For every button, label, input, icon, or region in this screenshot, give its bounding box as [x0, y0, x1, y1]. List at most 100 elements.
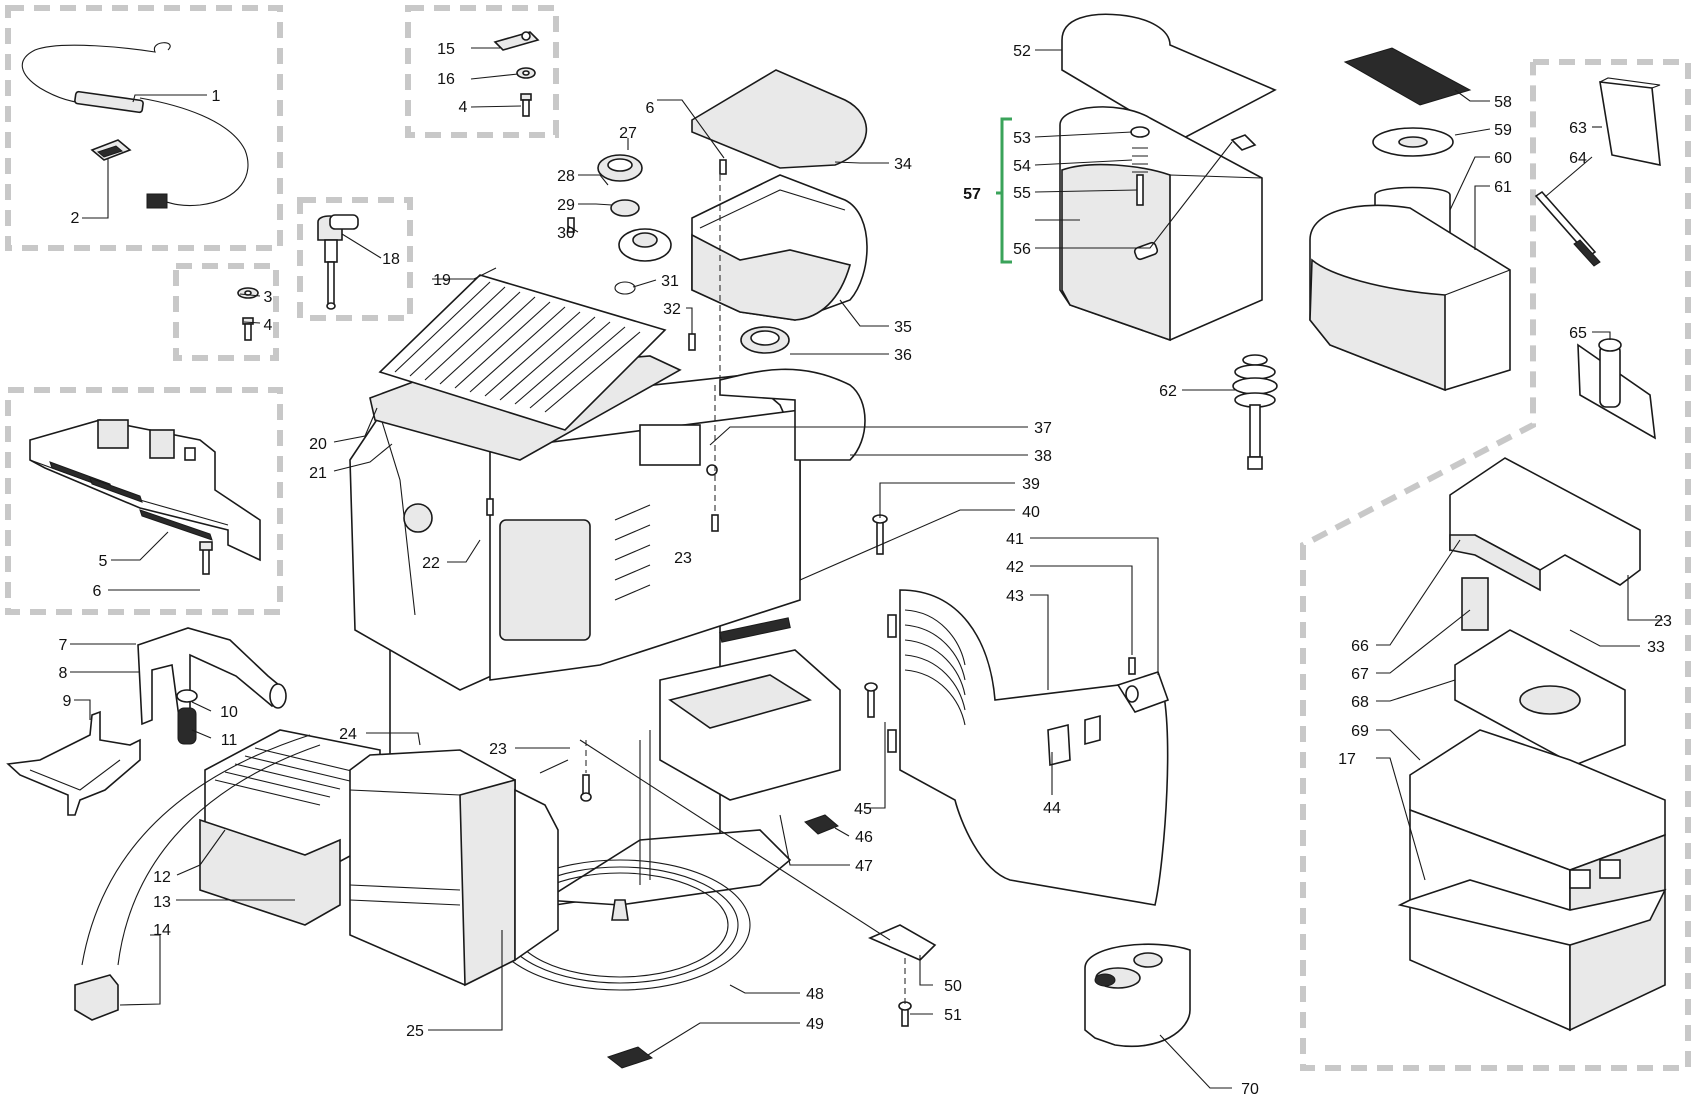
- callout-label: 38: [1034, 448, 1052, 465]
- callout-label: 49: [806, 1016, 824, 1033]
- group-box-fasteners-top: [405, 5, 559, 138]
- callout-label: 22: [422, 555, 440, 572]
- callout-label: 32: [663, 301, 681, 318]
- float-valve: [1232, 354, 1278, 470]
- callout-label: 17: [1338, 751, 1356, 768]
- group-box-fasteners-left: [173, 263, 279, 361]
- bracket-label: 57: [963, 186, 981, 203]
- callout-label: 10: [220, 704, 238, 721]
- callout-label: 14: [153, 922, 171, 939]
- grounds-container: [349, 749, 559, 987]
- callout-label: 56: [1013, 241, 1031, 258]
- callout-label: 8: [59, 665, 68, 682]
- callout-label: 23: [674, 550, 692, 567]
- callout-label: 66: [1351, 638, 1369, 655]
- callout-label: 48: [806, 986, 824, 1003]
- callout-label: 53: [1013, 130, 1031, 147]
- callout-label: 33: [1647, 639, 1665, 656]
- callout-label: 55: [1013, 185, 1031, 202]
- group-box-cable: [5, 5, 283, 251]
- callout-label: 60: [1494, 150, 1512, 167]
- callout-label: 25: [406, 1023, 424, 1040]
- machine-body: [349, 274, 866, 991]
- callout-label: 45: [854, 801, 872, 818]
- callout-label: 6: [93, 583, 102, 600]
- callout-label: 4: [264, 317, 273, 334]
- water-tank: [1059, 13, 1277, 342]
- callout-label: 43: [1006, 588, 1024, 605]
- door-and-fasteners: [539, 514, 1170, 1069]
- callout-label: 35: [894, 319, 912, 336]
- part-18-pin: [317, 214, 359, 310]
- callout-label: 37: [1034, 420, 1052, 437]
- callout-label: 50: [944, 978, 962, 995]
- group-box-electronics: [5, 387, 283, 615]
- callout-label: 44: [1043, 800, 1061, 817]
- part-14-clip: [74, 734, 321, 1021]
- callout-label: 68: [1351, 694, 1369, 711]
- callout-label: 54: [1013, 158, 1031, 175]
- callout-label: 40: [1022, 504, 1040, 521]
- callout-label: 5: [99, 553, 108, 570]
- callout-label: 19: [433, 272, 451, 289]
- callout-label: 36: [894, 347, 912, 364]
- callout-label: 20: [309, 436, 327, 453]
- callout-label: 18: [382, 251, 400, 268]
- callout-label: 29: [557, 197, 575, 214]
- callout-label: 15: [437, 41, 455, 58]
- callout-label: 4: [459, 99, 468, 116]
- callout-label: 42: [1006, 559, 1024, 576]
- milk-container: [1084, 943, 1191, 1048]
- callout-label: 9: [63, 693, 72, 710]
- callout-label: 41: [1006, 531, 1024, 548]
- callout-labels: 1 2 3 4 4 5 6 6 7 8 9 10 11 12 13 14 15 …: [59, 41, 1672, 1098]
- drip-tray: [199, 729, 381, 926]
- callout-label: 23: [489, 741, 507, 758]
- callout-label: 27: [619, 125, 637, 142]
- callout-label: 39: [1022, 476, 1040, 493]
- callout-label: 13: [153, 894, 171, 911]
- fasteners-top: [493, 31, 540, 117]
- leader-lines: [70, 47, 1663, 1089]
- callout-label: 21: [309, 465, 327, 482]
- callout-label: 2: [71, 210, 80, 227]
- callout-label: 31: [661, 273, 679, 290]
- callout-label: 61: [1494, 179, 1512, 196]
- packaging: [1397, 457, 1667, 1032]
- group-box-part-18: [297, 197, 413, 321]
- pump-assembly: [6, 627, 287, 816]
- callout-label: 6: [646, 100, 655, 117]
- callout-label: 65: [1569, 325, 1587, 342]
- callout-label: 58: [1494, 94, 1512, 111]
- callout-label: 16: [437, 71, 455, 88]
- callout-label: 69: [1351, 723, 1369, 740]
- callout-label: 64: [1569, 150, 1587, 167]
- callout-label: 52: [1013, 43, 1031, 60]
- bracket-57: [996, 117, 1012, 264]
- callout-label: 3: [264, 289, 273, 306]
- callout-label: 28: [557, 168, 575, 185]
- callout-label: 46: [855, 829, 873, 846]
- callout-label: 51: [944, 1007, 962, 1024]
- electronics-board: [29, 419, 261, 575]
- callout-label: 34: [894, 156, 912, 173]
- callout-label: 24: [339, 726, 357, 743]
- callout-label: 30: [557, 225, 575, 242]
- callout-label: 70: [1241, 1081, 1259, 1097]
- callout-label: 1: [212, 88, 221, 105]
- filter-container: [1309, 47, 1511, 392]
- callout-label: 7: [59, 637, 68, 654]
- grinder-parts: [567, 69, 868, 385]
- callout-label: 47: [855, 858, 873, 875]
- callout-label: 63: [1569, 120, 1587, 137]
- group-box-packaging: [1300, 59, 1691, 1071]
- callout-label: 62: [1159, 383, 1177, 400]
- callout-label: 23: [1654, 613, 1672, 630]
- callout-label: 67: [1351, 666, 1369, 683]
- callout-label: 11: [221, 732, 238, 749]
- callout-label: 59: [1494, 122, 1512, 139]
- accessories: [1534, 77, 1661, 440]
- power-cable: [21, 42, 249, 209]
